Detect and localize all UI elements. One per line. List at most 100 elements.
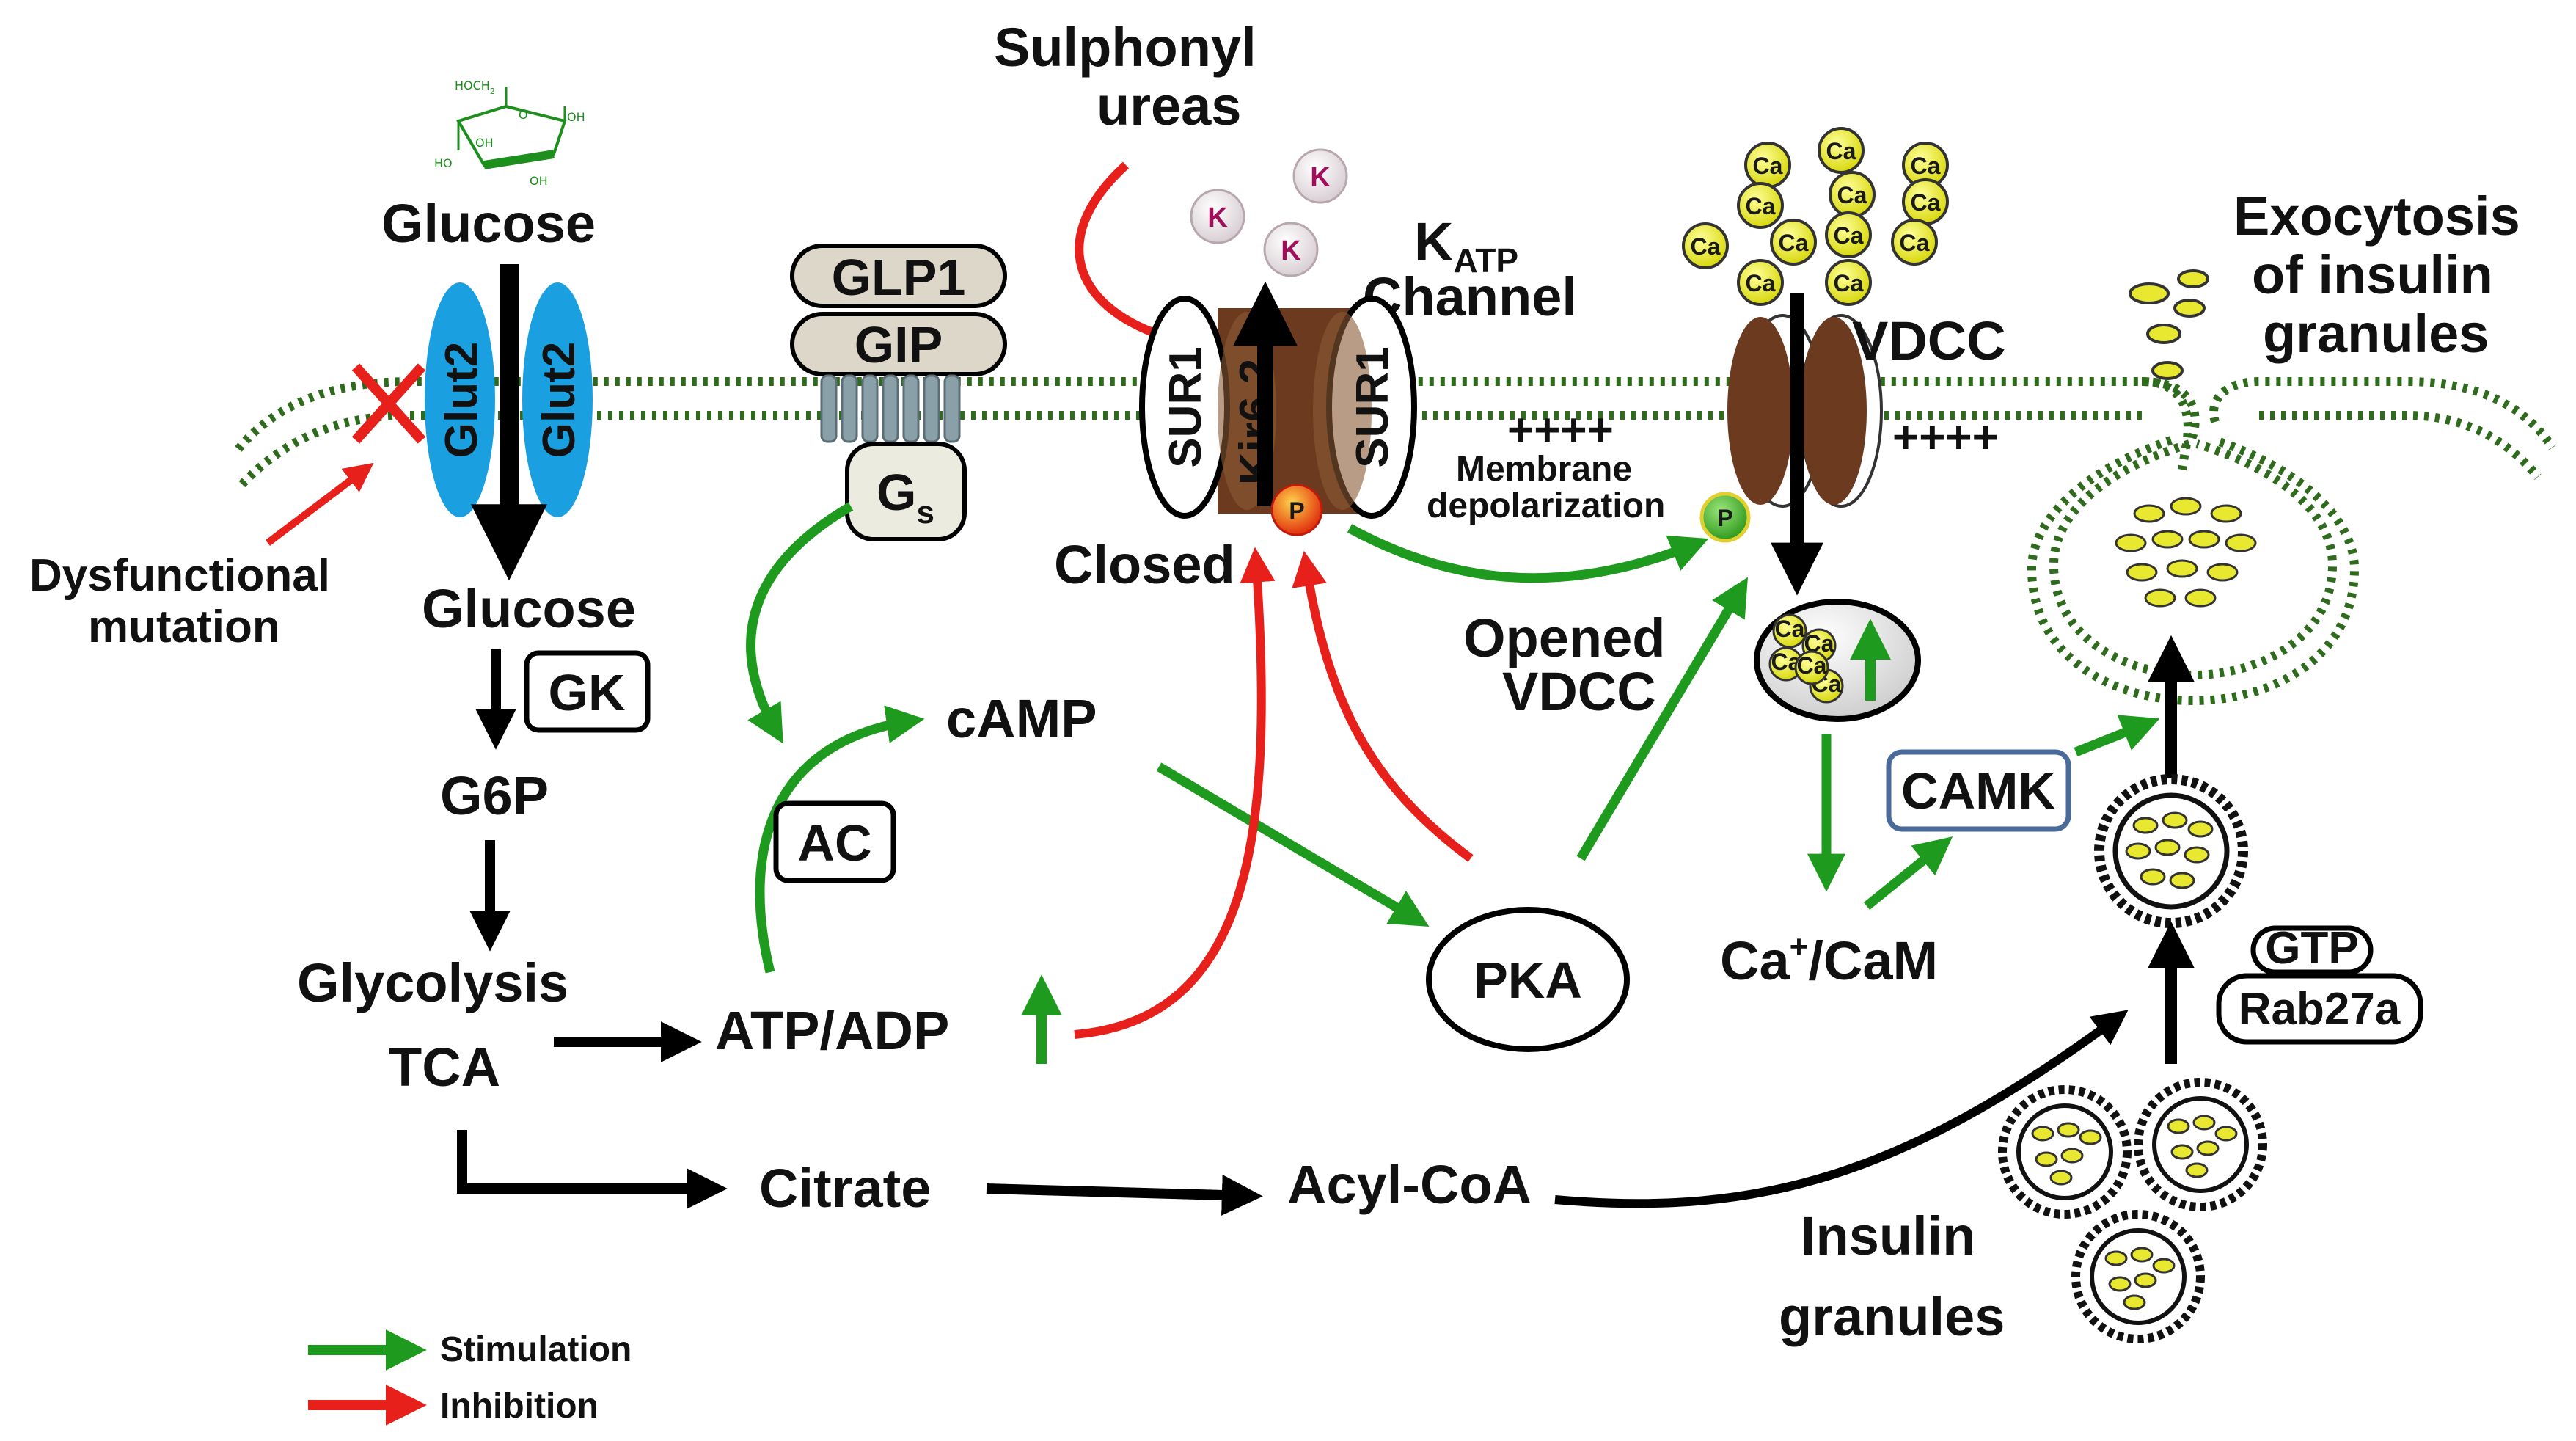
k-ion	[1263, 222, 1319, 277]
svg-text:Ca: Ca	[1911, 153, 1941, 179]
citrate-to-acylcoa-arrow	[986, 1174, 1263, 1216]
rab27a-label: Rab27a	[2239, 984, 2401, 1035]
svg-text:Ca: Ca	[1797, 652, 1827, 679]
glut2-right-label: Glut2	[534, 342, 585, 458]
opened-vdcc-label: Opened	[1463, 608, 1665, 668]
insulin-granule	[1998, 1085, 2132, 1219]
dysfunctional-mutation-label-2: mutation	[88, 602, 280, 652]
opened-vdcc-label-2: VDCC	[1502, 661, 1656, 722]
glut2-left-subunit	[425, 282, 495, 517]
vdcc-label: VDCC	[1852, 310, 2006, 371]
svg-text:O: O	[519, 108, 528, 122]
gs-label: Gs	[877, 464, 934, 530]
glut2-right-subunit	[522, 282, 593, 517]
insulin-granule-group	[1998, 1078, 2267, 1343]
pka-node	[1426, 907, 1630, 1052]
glp1-label: GLP1	[832, 249, 966, 306]
svg-text:Ca: Ca	[1834, 222, 1864, 249]
gip-label: GIP	[855, 316, 943, 373]
svg-text:K: K	[1310, 162, 1331, 193]
potassium-ions: K K K	[1190, 148, 1348, 277]
svg-text:P: P	[1717, 505, 1732, 531]
legend-inhibition-label: Inhibition	[440, 1387, 599, 1426]
svg-text:Ca: Ca	[1900, 230, 1930, 256]
ca-ion: Ca	[1818, 127, 1865, 174]
atp-to-katp-inhibition-arrow	[1074, 547, 1276, 1039]
k-ion	[1292, 148, 1348, 204]
svg-text:Ca: Ca	[1753, 153, 1783, 179]
svg-text:Ca: Ca	[1837, 182, 1867, 208]
acyl-coa-label: Acyl-CoA	[1287, 1154, 1532, 1215]
vdcc-channel: P	[1699, 293, 1883, 596]
k-ion	[1190, 189, 1245, 244]
legend: Stimulation Inhibition	[308, 1329, 632, 1426]
katp-channel: SUR1 SUR1 Kir6.2 P	[1139, 281, 1417, 536]
tca-label: TCA	[389, 1037, 500, 1098]
closed-label: Closed	[1054, 534, 1235, 595]
sur1-right-label: SUR1	[1347, 346, 1398, 467]
exocytosis-label-2: of insulin	[2252, 244, 2493, 305]
sulphonyl-ureas-label-2: ureas	[1097, 76, 1241, 136]
vdcc-left-subunit	[1727, 317, 1793, 505]
exocytosis-pocket-granules	[2115, 497, 2257, 608]
camk-to-exocytosis-arrow	[2074, 715, 2160, 757]
camk-label: CAMK	[1901, 762, 2055, 820]
gs-protein-box	[845, 442, 967, 541]
glp1-pill	[790, 244, 1007, 308]
ca-ion: Ca	[1772, 613, 1807, 649]
glut2-left-label: Glut2	[436, 342, 487, 458]
svg-text:OH: OH	[530, 174, 548, 188]
glp1-gip-receptor: GLP1 GIP Gs	[790, 244, 1007, 541]
calcium-ions-extracellular: Ca Ca Ca Ca Ca Ca Ca Ca Ca Ca Ca Ca	[1682, 127, 1949, 306]
svg-text:Ca: Ca	[1911, 189, 1941, 216]
svg-text:OH: OH	[567, 110, 585, 124]
svg-text:K: K	[1207, 203, 1228, 233]
svg-text:Ca: Ca	[1746, 193, 1776, 219]
glucose-intracellular-label: Glucose	[422, 578, 636, 639]
svg-text:HOCH2: HOCH2	[455, 79, 495, 96]
ca-ion: Ca	[1902, 178, 1949, 225]
insulin-granule	[2071, 1210, 2205, 1343]
membrane-exocytosis-pocket	[2049, 377, 2338, 680]
legend-stimulation-label: Stimulation	[440, 1330, 632, 1369]
gk-label: GK	[549, 664, 626, 721]
svg-text:Ca: Ca	[1775, 616, 1805, 642]
ca-ion: Ca	[1682, 222, 1729, 269]
svg-text:Ca: Ca	[1746, 270, 1776, 296]
glut2-transporter: Glut2 Glut2	[425, 282, 593, 517]
gtp-pill	[2250, 925, 2374, 975]
cacam-to-camk-arrow	[1863, 836, 1953, 911]
ca-cam-label: Ca+/CaM	[1720, 929, 1938, 991]
gip-pill	[790, 312, 1007, 376]
camp-label: cAMP	[946, 688, 1097, 749]
glycolysis-label: Glycolysis	[297, 952, 568, 1013]
sur1-left-label: SUR1	[1160, 346, 1211, 467]
membrane-outer-leaflet-right	[2209, 377, 2556, 450]
exocytosis-released-granules	[2129, 269, 2209, 380]
mutation-arrow	[265, 462, 374, 546]
ca-ion: Ca	[1770, 219, 1817, 266]
tca-to-citrate-arrow	[457, 1130, 728, 1209]
katp-to-vdcc-stimulation-arrow	[1347, 524, 1709, 583]
ca-ion: Ca	[1891, 219, 1938, 266]
membrane-depolarization-label: Membrane	[1456, 450, 1632, 489]
membrane-exocytosis-pocket-inner	[2027, 436, 2360, 706]
pka-to-vdcc-stimulation-arrow	[1576, 577, 1748, 861]
kir62-label: Kir6.2	[1231, 359, 1281, 485]
svg-text:OH: OH	[475, 136, 494, 150]
ca-ion: Ca	[1825, 211, 1872, 258]
camp-to-pka-arrow	[1156, 762, 1430, 927]
mutation-block-icon	[351, 363, 426, 444]
docking-granule	[2094, 774, 2248, 928]
vdcc-right-subunit	[1801, 317, 1867, 505]
camk-box	[1886, 749, 2071, 832]
ac-label: AC	[797, 814, 871, 872]
exocytosis-label: Exocytosis	[2233, 186, 2520, 247]
ca-ion: Ca	[1737, 259, 1784, 306]
svg-text:Ca: Ca	[1691, 233, 1721, 260]
ca-ion: Ca	[1825, 259, 1872, 306]
svg-text:Ca: Ca	[1779, 230, 1809, 256]
g6p-label: G6P	[440, 765, 549, 826]
pka-to-katp-inhibition-arrow	[1292, 550, 1474, 862]
